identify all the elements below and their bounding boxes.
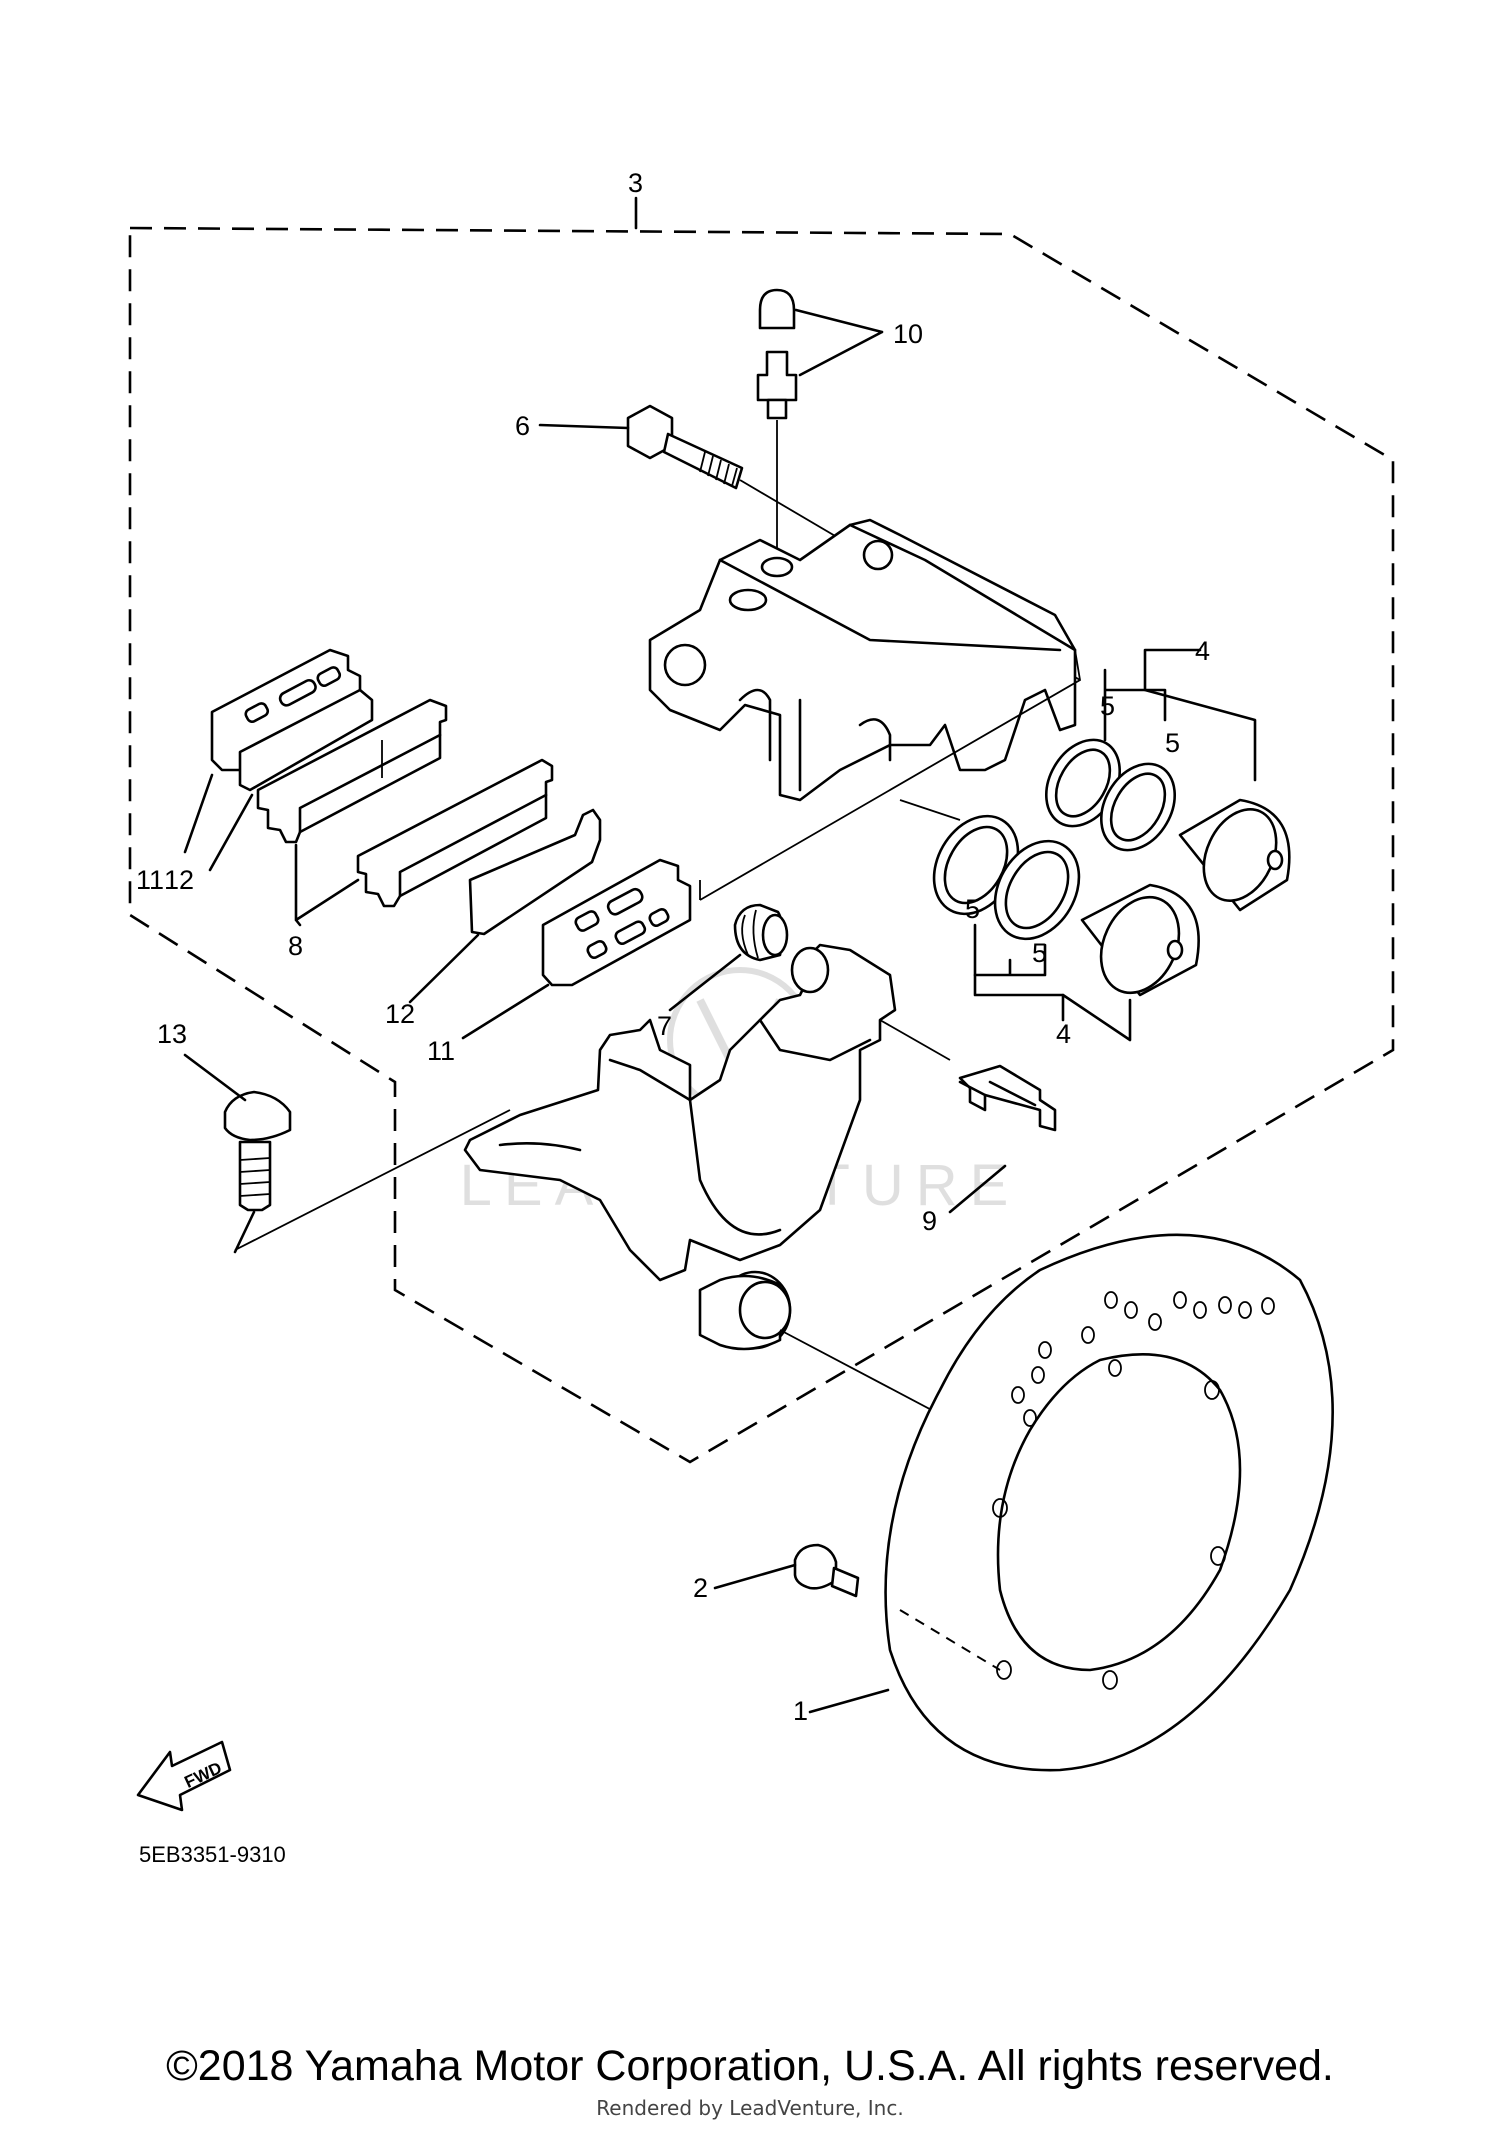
fwd-arrow-icon: FWD: [136, 1740, 232, 1812]
disc-bolt: [793, 1543, 860, 1598]
leader-11-lower: [461, 983, 550, 1040]
callout-4-lower: 4: [1056, 1019, 1071, 1049]
assembly-outline: [128, 226, 1395, 1464]
caliper-body: [648, 518, 1077, 802]
bleed-screw: [756, 288, 798, 420]
callout-1: 1: [793, 1696, 808, 1726]
pad-insulator-lower: [541, 858, 692, 987]
caliper-bracket: [463, 943, 897, 1351]
callout-5-c: 5: [965, 894, 980, 924]
pin-boot: [733, 903, 789, 962]
bracket-4-lower: [973, 973, 1132, 1042]
bracket-5-upper: [1103, 668, 1167, 742]
pad-spring: [958, 1064, 1057, 1132]
piston-seals: [932, 738, 1176, 941]
callout-5-a: 5: [1100, 691, 1115, 721]
leader-13: [183, 1053, 247, 1102]
disc-bolt-axis: [899, 1609, 1001, 1671]
callout-11-upper: 11: [136, 865, 164, 895]
leader-10: [794, 308, 884, 377]
leader-12-lower: [408, 933, 480, 1004]
bracket-bolt: [223, 1090, 292, 1212]
leader-9: [948, 1164, 1007, 1214]
bracket-5-lower: [973, 923, 1047, 977]
callout-5-b: 5: [1165, 728, 1180, 758]
callout-7: 7: [657, 1011, 672, 1041]
callout-12-lower: 12: [385, 999, 415, 1029]
callout-4-upper: 4: [1195, 636, 1210, 666]
caliper-bolt: [626, 404, 744, 490]
rendered-by-notice: Rendered by LeadVenture, Inc.: [596, 2096, 904, 2120]
callout-2: 2: [693, 1573, 708, 1603]
pad-shim-upper: [238, 688, 374, 792]
brake-pad-upper: [256, 698, 448, 844]
disc-holes: [992, 1291, 1275, 1690]
callout-13: 13: [157, 1019, 187, 1049]
bracket-4-upper: [1143, 648, 1257, 782]
callout-5-d: 5: [1032, 938, 1047, 968]
callout-6: 6: [515, 411, 530, 441]
callout-11-lower: 11: [427, 1036, 455, 1066]
bolt-13-axis: [233, 1210, 256, 1254]
bracket-8: [294, 843, 360, 927]
piston-axis-lower: [699, 649, 1081, 901]
slide-axis: [879, 1019, 951, 1061]
callout-8: 8: [288, 931, 303, 961]
leader-7: [668, 953, 742, 1012]
callout-12-upper: 12: [164, 865, 194, 895]
callout-9: 9: [922, 1206, 937, 1236]
brake-pad-lower: [356, 758, 554, 908]
leader-1: [808, 1688, 890, 1714]
pad-shim-lower: [468, 808, 602, 936]
leader-6: [538, 423, 630, 430]
copyright-notice: ©2018 Yamaha Motor Corporation, U.S.A. A…: [166, 2042, 1334, 2090]
piston-axis-upper: [899, 799, 961, 821]
leader-12-upper: [208, 793, 254, 872]
pistons: [1080, 798, 1291, 997]
bracket-bolt-axis: [234, 1109, 511, 1251]
leader-11-upper: [183, 773, 214, 854]
leader-2: [713, 1563, 797, 1590]
brake-disc: [884, 1233, 1334, 1772]
callout-10: 10: [893, 319, 923, 349]
diagram-part-code: 5EB3351-9310: [139, 1842, 286, 1867]
callout-3: 3: [628, 168, 643, 198]
